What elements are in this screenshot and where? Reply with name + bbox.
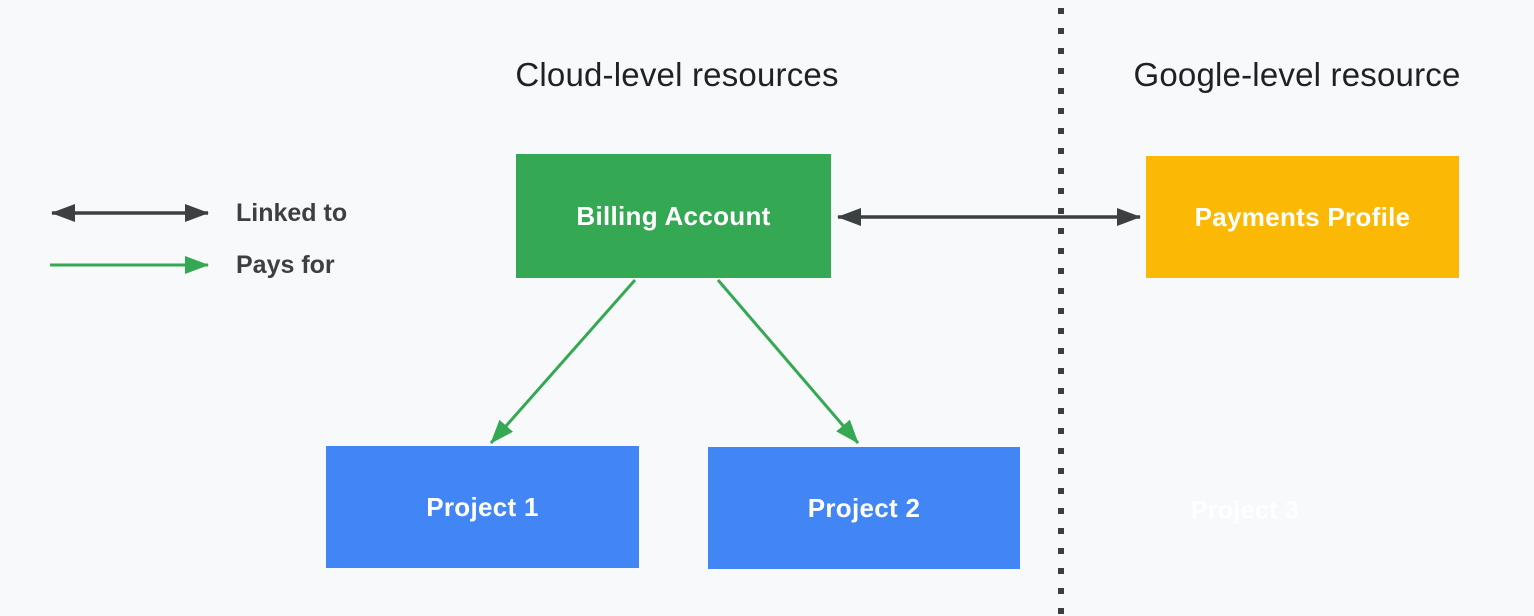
cloud-level-section-title: Cloud-level resources	[515, 56, 839, 93]
pays-for-arrow-project1	[489, 279, 637, 444]
project-1-node: Project 1	[326, 446, 639, 568]
project-3-ghost-label: Project 3	[1190, 496, 1300, 525]
payments-profile-node: Payments Profile	[1146, 156, 1459, 278]
google-level-section-title: Google-level resource	[1133, 56, 1461, 93]
project-2-node: Project 2	[708, 447, 1020, 569]
billing-account-node: Billing Account	[516, 154, 831, 278]
pays-for-arrow-project2	[716, 279, 860, 444]
legend-label-pays-for: Pays for	[236, 251, 335, 279]
legend-label-linked-to: Linked to	[236, 199, 348, 227]
